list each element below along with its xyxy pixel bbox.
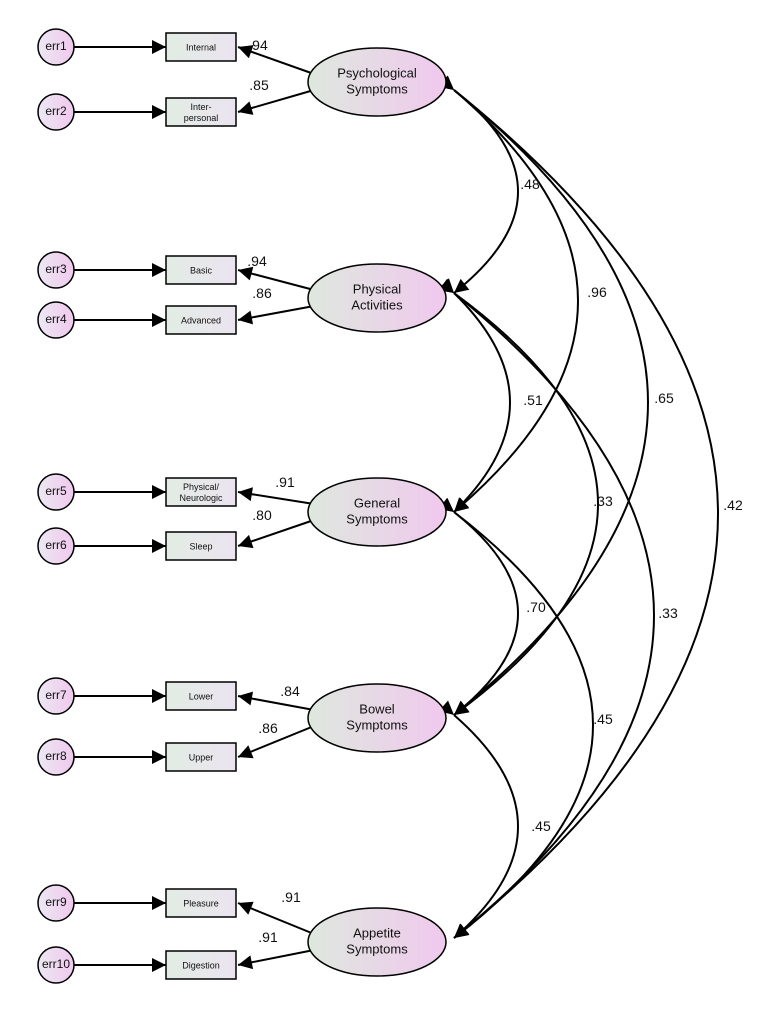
correlation-curve [438,700,519,939]
observed-variable [165,681,237,711]
correlation-curve [438,75,719,939]
correlation-label: .51 [523,392,543,408]
latent-label: Bowel [359,701,395,716]
error-node [37,884,75,922]
observed-label: Lower [189,691,214,701]
error-node [37,251,75,289]
error-node [37,473,75,511]
observed-variable [165,305,237,335]
correlation-label: .48 [520,176,540,192]
error-node [37,28,75,66]
loading-arrow [237,487,315,505]
latent-label: Appetite [353,925,401,940]
latent-label: Symptoms [346,941,408,956]
correlation-curve [438,497,519,716]
error-node [37,301,75,339]
error-label: err8 [45,749,67,763]
correlation-label: .45 [531,818,551,834]
latent-label: Symptoms [346,717,408,732]
latent-label: General [354,495,400,510]
error-label: err7 [45,688,67,702]
error-node [37,677,75,715]
loading-label: .94 [247,253,267,269]
correlation-curve [438,279,599,716]
loading-label: .84 [280,683,300,699]
observed-variable [165,97,237,127]
loading-label: .85 [249,77,269,93]
correlation-label: .65 [654,390,674,406]
correlation-curve [438,75,649,716]
error-label: err9 [45,895,67,909]
loading-arrow [237,45,315,75]
observed-variable [165,742,237,772]
observed-variable [165,255,237,285]
observed-variable [165,32,237,62]
loading-label: .86 [252,285,272,301]
observed-label: personal [184,113,219,123]
correlation-curve [438,497,594,939]
observed-variable [165,531,237,561]
loading-label: .91 [275,474,295,490]
loading-label: .94 [248,37,268,53]
latent-factor [307,477,447,547]
loading-label: .91 [281,889,301,905]
correlation-label: .33 [593,493,613,509]
latent-factor [307,907,447,977]
loading-arrow [237,949,315,970]
observed-label: Basic [190,265,213,275]
correlation-curve [439,278,511,513]
loading-arrow [237,519,315,549]
correlation-label: .96 [587,284,607,300]
error-node [37,93,75,131]
latent-label: Psychological [337,65,417,80]
observed-label: Inter- [190,102,211,112]
loading-label: .91 [258,929,278,945]
latent-label: Symptoms [346,511,408,526]
correlation-label: .42 [723,497,743,513]
correlation-label: .70 [526,599,546,615]
loading-arrow [237,725,315,759]
error-node [37,527,75,565]
error-label: err1 [45,39,67,53]
observed-label: Sleep [189,541,212,551]
observed-label: Upper [189,752,214,762]
loading-arrow [237,901,315,935]
error-label: err3 [45,262,67,276]
error-node [37,946,75,984]
latent-label: Symptoms [346,81,408,96]
error-label: err2 [45,104,67,118]
loading-arrow [237,89,315,115]
latent-factor [307,47,447,117]
correlation-curve [438,75,579,513]
observed-variable [165,477,237,507]
error-node [37,738,75,776]
loading-label: .86 [258,720,278,736]
observed-label: Internal [186,42,216,52]
loading-arrow [237,266,315,291]
correlation-label: .45 [593,711,613,727]
observed-label: Physical/ [183,482,220,492]
observed-label: Neurologic [179,493,223,503]
correlation-curve [438,278,655,939]
loading-arrow [237,305,315,325]
error-label: err5 [45,484,67,498]
observed-variable [165,950,237,980]
observed-variable [165,888,237,918]
correlation-label: .33 [658,605,678,621]
observed-label: Advanced [181,315,221,325]
observed-label: Digestion [182,960,220,970]
latent-factor [307,263,447,333]
observed-label: Pleasure [183,898,219,908]
loading-label: .80 [252,507,272,523]
loading-arrow [237,691,315,711]
error-label: err10 [42,957,70,971]
latent-factor [307,683,447,753]
error-label: err6 [45,538,67,552]
latent-label: Activities [351,297,403,312]
error-label: err4 [45,312,67,326]
latent-label: Physical [353,281,402,296]
